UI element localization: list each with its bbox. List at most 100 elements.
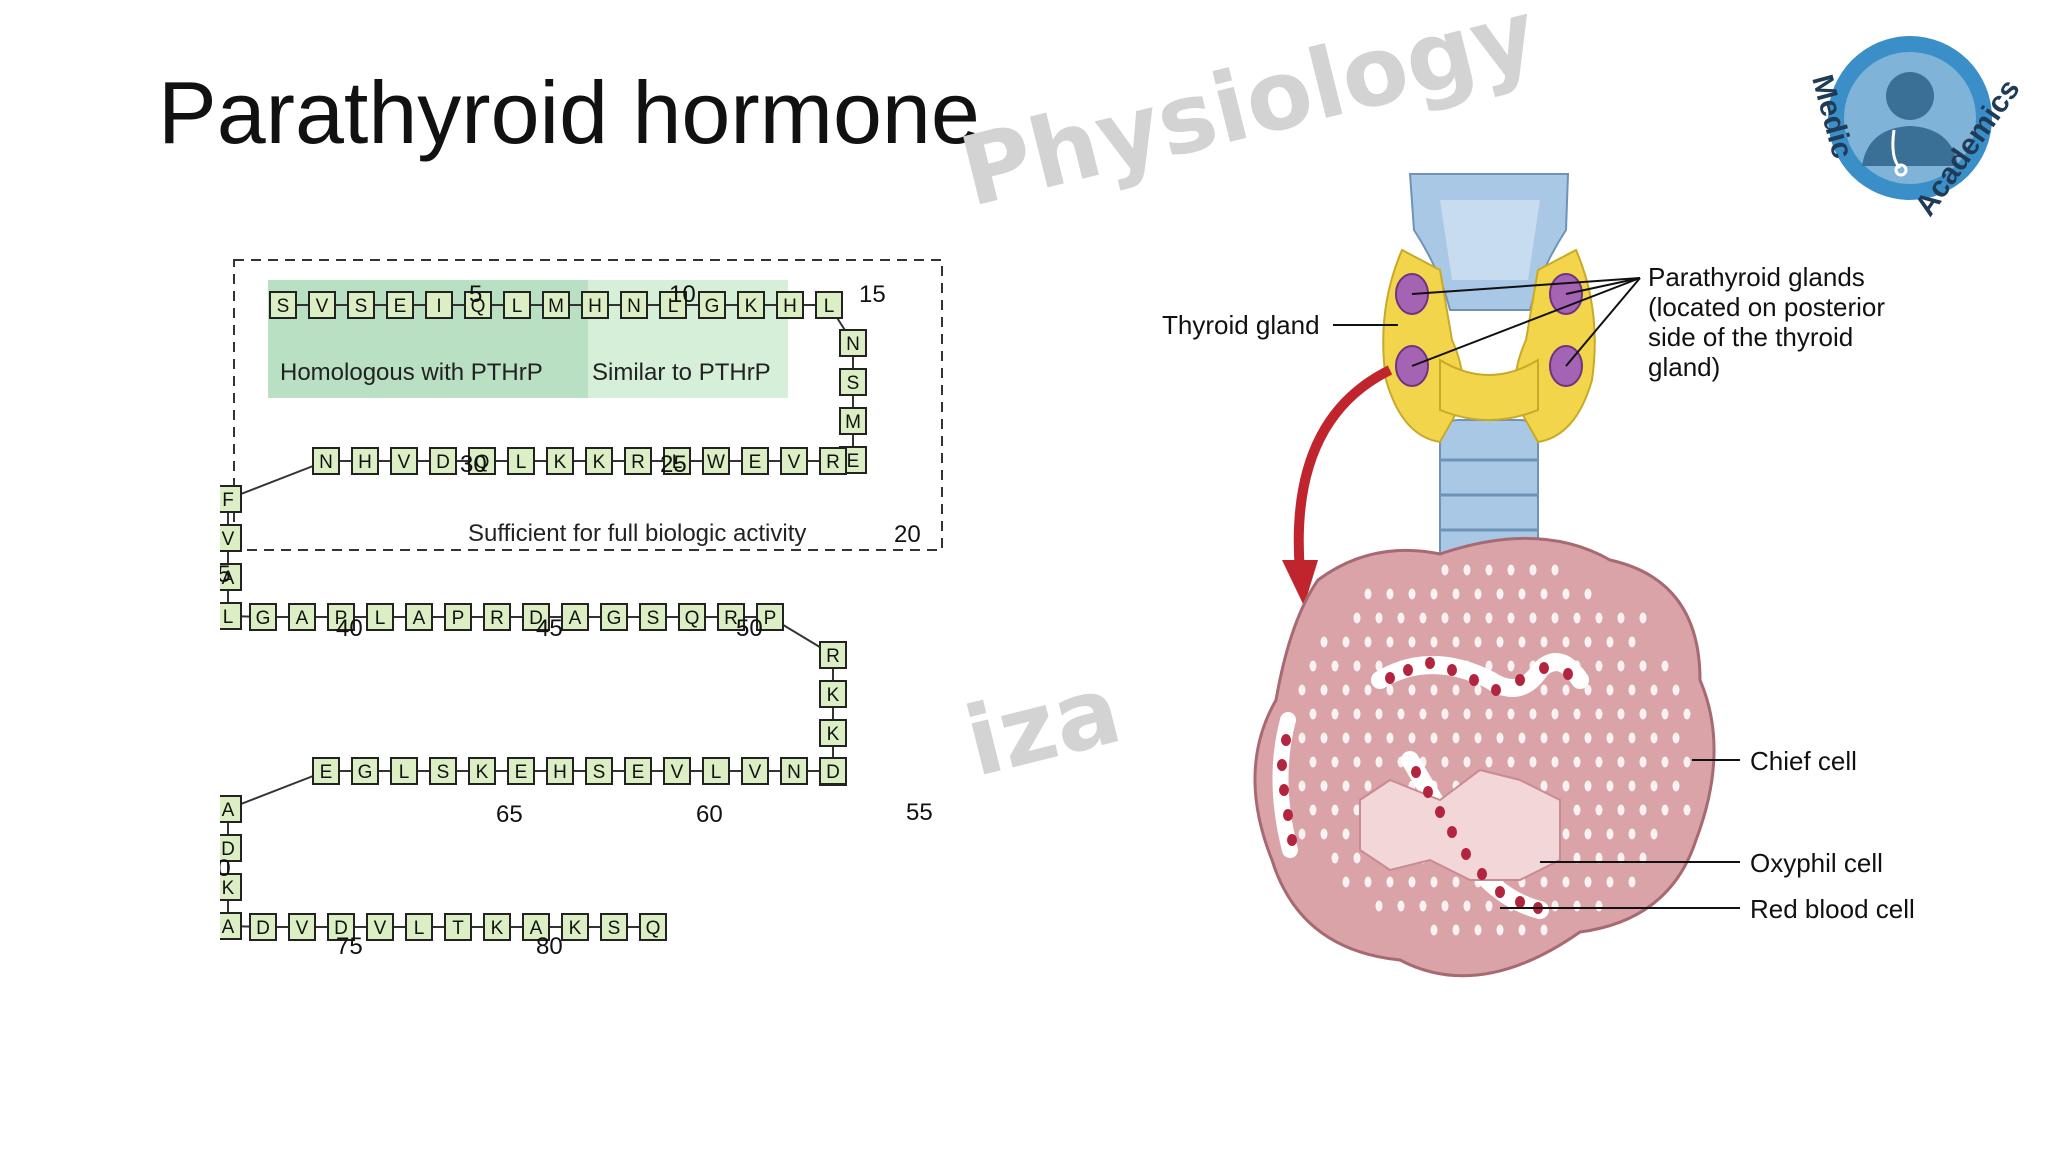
- cell-nucleus: [1573, 612, 1581, 624]
- residue-letter: L: [223, 607, 234, 628]
- cell-nucleus: [1507, 612, 1515, 624]
- similar-label: Similar to PTHrP: [592, 359, 771, 386]
- residue-letter: E: [394, 296, 407, 317]
- position-label: 5: [469, 281, 482, 308]
- cell-nucleus: [1551, 564, 1559, 576]
- cell-nucleus: [1639, 612, 1647, 624]
- oxyphil-cell-label: Oxyphil cell: [1750, 848, 1883, 878]
- amino-acid-residue: M: [839, 407, 867, 435]
- cell-nucleus: [1452, 636, 1460, 648]
- cell-nucleus: [1430, 732, 1438, 744]
- cell-nucleus: [1485, 900, 1493, 912]
- cell-nucleus: [1584, 732, 1592, 744]
- cell-nucleus: [1628, 636, 1636, 648]
- amino-acid-residue: R: [819, 641, 847, 669]
- cell-nucleus: [1617, 660, 1625, 672]
- residue-letter: Q: [475, 452, 490, 473]
- cell-nucleus: [1320, 636, 1328, 648]
- cell-nucleus: [1540, 684, 1548, 696]
- page-title: Parathyroid hormone: [158, 63, 980, 162]
- amino-acid-residue: L: [702, 757, 730, 785]
- residue-letter: H: [588, 296, 602, 317]
- cell-nucleus: [1331, 708, 1339, 720]
- residue-letter: I: [436, 296, 441, 317]
- residue-box: [269, 291, 297, 319]
- cell-nucleus: [1518, 924, 1526, 936]
- residue-letter: H: [358, 452, 372, 473]
- red-blood-cell: [1447, 826, 1457, 838]
- cell-nucleus: [1320, 780, 1328, 792]
- residue-box: [425, 291, 453, 319]
- cell-nucleus: [1452, 684, 1460, 696]
- residue-box: [741, 447, 769, 475]
- residue-box: [220, 563, 242, 591]
- amino-acid-residue: A: [220, 795, 242, 823]
- residue-letter: P: [335, 608, 348, 629]
- residue-box: [220, 485, 242, 513]
- residue-letter: E: [320, 762, 333, 783]
- residue-box: [347, 291, 375, 319]
- residue-letter: K: [222, 878, 235, 899]
- cell-nucleus: [1298, 732, 1306, 744]
- residue-letter: K: [476, 762, 489, 783]
- amino-acid-residue: E: [507, 757, 535, 785]
- residue-letter: G: [705, 296, 720, 317]
- amino-acid-residue: S: [269, 291, 297, 319]
- residue-letter: S: [593, 762, 606, 783]
- amino-acid-residue: Q: [639, 913, 667, 941]
- cell-nucleus: [1485, 564, 1493, 576]
- position-label: 25: [660, 451, 687, 478]
- residue-letter: E: [515, 762, 528, 783]
- cell-nucleus: [1573, 756, 1581, 768]
- amino-acid-residue: H: [546, 757, 574, 785]
- residue-box: [659, 291, 687, 319]
- residue-letter: D: [256, 918, 270, 939]
- amino-acid-residue: S: [600, 913, 628, 941]
- cell-nucleus: [1650, 732, 1658, 744]
- cell-nucleus: [1507, 756, 1515, 768]
- cell-nucleus: [1353, 756, 1361, 768]
- position-label: 55: [906, 799, 933, 826]
- cell-nucleus: [1441, 708, 1449, 720]
- cell-nucleus: [1562, 876, 1570, 888]
- cell-nucleus: [1529, 564, 1537, 576]
- cell-nucleus: [1452, 876, 1460, 888]
- cell-nucleus: [1375, 660, 1383, 672]
- amino-acid-residue: L: [663, 447, 691, 475]
- amino-acid-residue: N: [620, 291, 648, 319]
- red-blood-cell: [1283, 809, 1293, 821]
- residue-letter: K: [593, 452, 606, 473]
- red-blood-cell: [1279, 784, 1289, 796]
- cell-nucleus: [1320, 828, 1328, 840]
- cell-nucleus: [1617, 756, 1625, 768]
- position-label: 70: [220, 855, 231, 882]
- cell-nucleus: [1540, 636, 1548, 648]
- residue-box: [780, 757, 808, 785]
- cell-nucleus: [1606, 684, 1614, 696]
- cell-nucleus: [1562, 732, 1570, 744]
- red-blood-cell: [1469, 674, 1479, 686]
- cell-nucleus: [1309, 660, 1317, 672]
- capillary-top: [1371, 653, 1589, 697]
- position-label: 45: [536, 615, 563, 642]
- position-label: 65: [496, 801, 523, 828]
- residue-letter: E: [847, 451, 860, 472]
- cell-nucleus: [1562, 588, 1570, 600]
- cell-nucleus: [1386, 732, 1394, 744]
- residue-box: [464, 291, 492, 319]
- residue-box: [819, 680, 847, 708]
- residue-box: [249, 913, 277, 941]
- amino-acid-residue: L: [220, 602, 242, 630]
- residue-box: [220, 795, 242, 823]
- amino-acid-residue: T: [444, 913, 472, 941]
- residue-letter: V: [671, 762, 684, 783]
- cell-nucleus: [1441, 564, 1449, 576]
- cell-nucleus: [1386, 588, 1394, 600]
- cell-nucleus: [1595, 612, 1603, 624]
- residue-letter: M: [845, 412, 861, 433]
- amino-acid-residue: A: [561, 603, 589, 631]
- residue-box: [542, 291, 570, 319]
- amino-acid-residue: Q: [678, 603, 706, 631]
- residue-letter: G: [358, 762, 373, 783]
